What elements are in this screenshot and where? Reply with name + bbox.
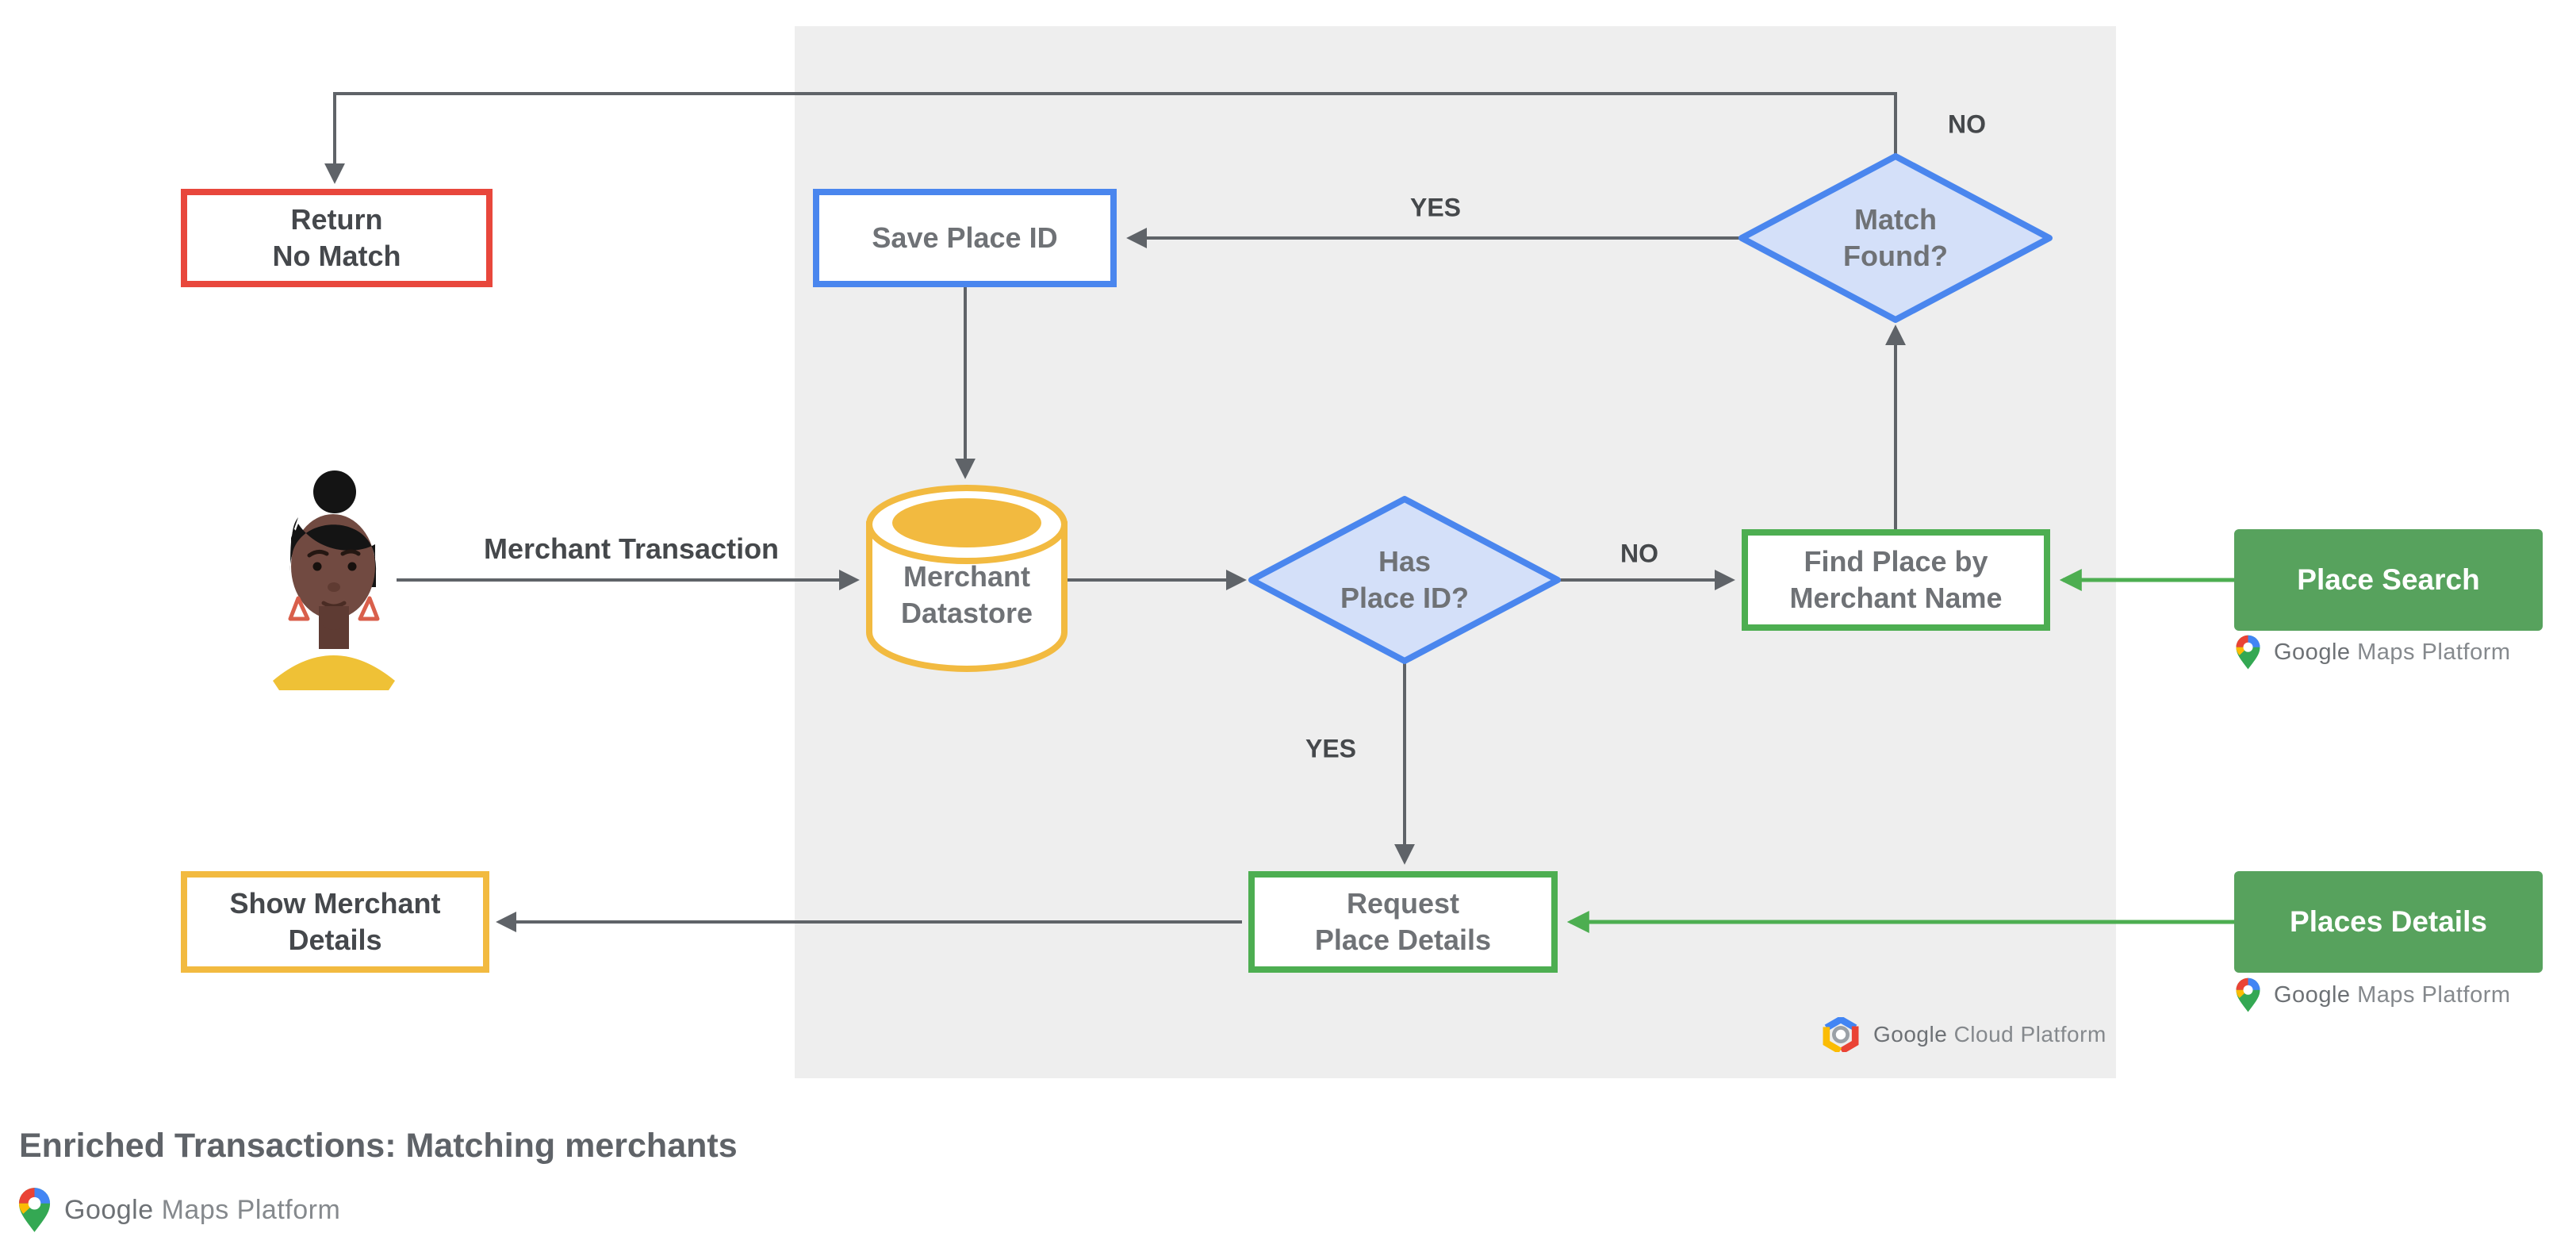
maps-pin-icon (2235, 635, 2261, 670)
maps-pin-icon (17, 1187, 52, 1234)
has-place-id-label: Has Place ID? (1340, 545, 1470, 614)
merchant-transaction-label: Merchant Transaction (483, 532, 780, 565)
gmp-logo-footer: Google Maps Platform (17, 1187, 340, 1234)
node-place-search: Place Search (2234, 529, 2543, 631)
has-place-id-no-label: NO (1620, 539, 1658, 568)
match-found-diamond (1738, 153, 2053, 323)
match-found-yes-label: YES (1409, 193, 1462, 222)
merchant-datastore-cylinder (866, 485, 1068, 672)
node-find-place-by-merchant-name: Find Place by Merchant Name (1742, 529, 2050, 631)
edge-match-found-no-to-return (324, 92, 1897, 184)
gmp-logo-text: Google Maps Platform (2274, 639, 2511, 665)
gmp-logo-place-search: Google Maps Platform (2235, 635, 2511, 670)
node-save-place-id: Save Place ID (813, 189, 1117, 287)
page-title: Enriched Transactions: Matching merchant… (19, 1127, 738, 1165)
node-places-details: Places Details (2234, 871, 2543, 973)
gcp-logo-text: Google Cloud Platform (1873, 1022, 2106, 1047)
has-place-id-diamond (1248, 496, 1561, 664)
gmp-logo-text: Google Maps Platform (2274, 982, 2511, 1008)
maps-pin-icon (2235, 977, 2261, 1013)
node-show-merchant-details: Show Merchant Details (181, 871, 489, 973)
match-found-label: Match Found? (1843, 203, 1948, 272)
node-return-no-match: Return No Match (181, 189, 493, 287)
node-request-place-details: Request Place Details (1248, 871, 1558, 973)
cloud-hexagon-icon (1821, 1017, 1861, 1052)
match-found-no-label: NO (1948, 109, 1986, 139)
merchant-avatar (273, 470, 395, 690)
gmp-logo-text: Google Maps Platform (64, 1195, 341, 1225)
gcp-logo: Google Cloud Platform (1821, 1017, 2106, 1052)
merchant-datastore-label: Merchant Datastore (900, 560, 1033, 629)
has-place-id-yes-label: YES (1305, 734, 1357, 763)
gmp-logo-places-details: Google Maps Platform (2235, 977, 2511, 1013)
